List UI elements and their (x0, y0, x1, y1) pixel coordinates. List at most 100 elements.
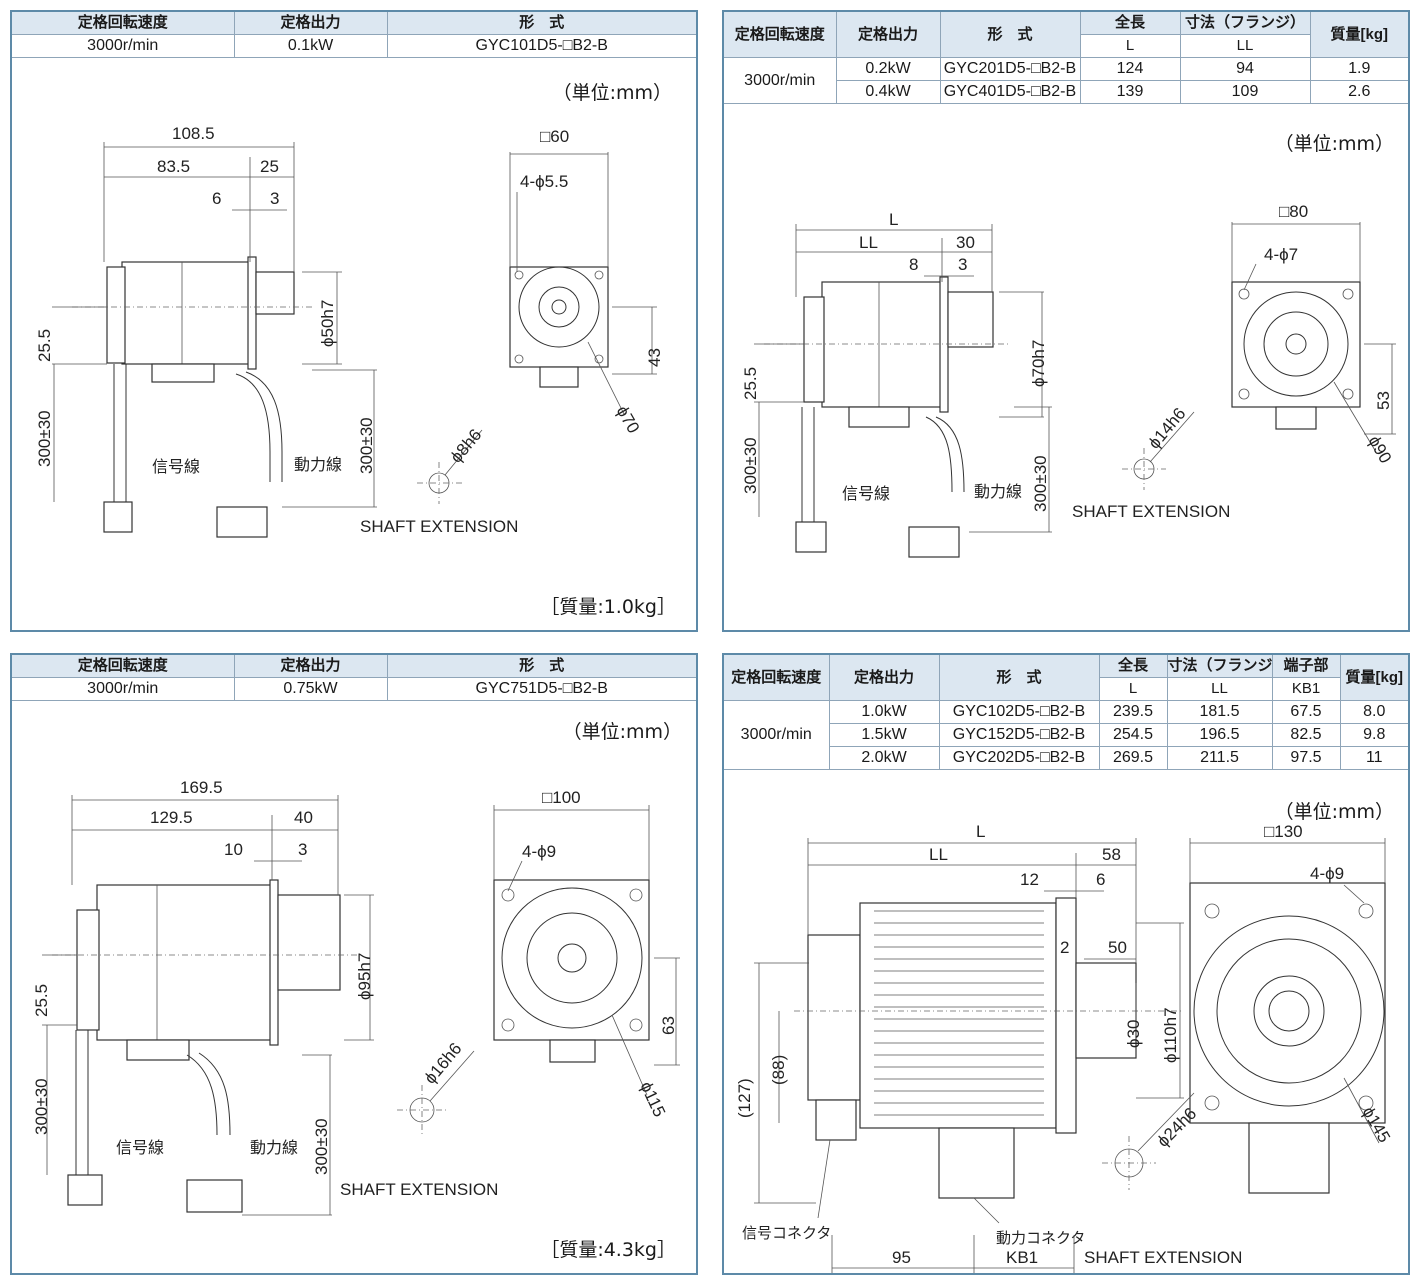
cell-mass: 2.6 (1309, 80, 1408, 104)
spec-table: 定格回転速度 定格出力 形 式 3000r/min 0.75kW GYC751D… (12, 655, 696, 701)
dim-cable-signal: 300±30 (32, 1078, 51, 1135)
dim-pcd: ϕ70 (613, 403, 644, 437)
dim-shaft-dia: ϕ95h7 (355, 953, 374, 1000)
subheader-kb1: KB1 (1271, 677, 1340, 701)
dim-50: 50 (1108, 938, 1127, 957)
cell-speed: 3000r/min (12, 677, 235, 701)
dim-pcd: ϕ115 (636, 1079, 669, 1120)
dim-58: 58 (1102, 845, 1121, 864)
dim-53: 53 (1374, 391, 1393, 410)
subheader-ll: LL (1166, 677, 1273, 701)
header-output: 定格出力 (233, 12, 388, 35)
unit-label: （単位:mm） (552, 82, 672, 104)
dim-ll: LL (859, 233, 878, 252)
panel-gyc201-401: 定格回転速度 定格出力 形 式 全長 寸法（フランジ） 質量[kg] L LL … (722, 10, 1410, 632)
dim-63: 63 (659, 1016, 678, 1035)
cell-kb1: 82.5 (1271, 723, 1341, 747)
label-shaft-extension: SHAFT EXTENSION (340, 1180, 498, 1199)
mass-label: ［質量:1.0kg］ (540, 596, 676, 618)
dim-25-5: 25.5 (741, 367, 760, 400)
dim-shaft: 40 (294, 808, 313, 827)
header-speed: 定格回転速度 (724, 655, 830, 701)
label-power-line: 動力線 (974, 483, 1022, 501)
dim-shaft-key: ϕ8h6 (447, 425, 486, 466)
unit-label: （単位:mm） (562, 721, 682, 743)
cell-ll: 211.5 (1166, 746, 1273, 770)
header-model: 形 式 (386, 655, 696, 678)
dim-cable-signal: 300±30 (35, 410, 54, 467)
dim-ll: 129.5 (150, 808, 193, 827)
unit-label: （単位:mm） (1274, 133, 1394, 155)
label-shaft-extension: SHAFT EXTENSION (360, 517, 518, 536)
dim-holes: 4-ϕ9 (522, 842, 556, 861)
label-shaft-extension: SHAFT EXTENSION (1072, 502, 1230, 521)
dim-6: 6 (1096, 870, 1105, 889)
dim-total: L (976, 823, 985, 841)
cell-mass: 1.9 (1309, 57, 1408, 81)
dim-10: 10 (224, 840, 243, 859)
dim-kb1: KB1 (1006, 1248, 1038, 1267)
cell-model: GYC751D5-□B2-B (386, 677, 696, 701)
cell-l: 239.5 (1098, 700, 1168, 724)
label-signal-line: 信号線 (152, 458, 200, 476)
cell-speed: 3000r/min (724, 57, 837, 104)
header-speed: 定格回転速度 (12, 12, 235, 35)
subheader-ll: LL (1179, 34, 1310, 58)
dim-shaft-dia: ϕ50h7 (318, 300, 337, 347)
dim-pcd: ϕ90 (1365, 433, 1396, 467)
cell-output: 0.4kW (836, 80, 941, 104)
spec-table: 定格回転速度 定格出力 形 式 全長 寸法（フランジ） 端子部 質量[kg] L… (724, 655, 1408, 770)
label-signal-line: 信号線 (842, 485, 890, 503)
cell-kb1: 97.5 (1271, 746, 1341, 770)
dim-3: 3 (298, 840, 307, 859)
header-output: 定格出力 (233, 655, 388, 678)
dim-shaft-key: ϕ16h6 (421, 1039, 466, 1087)
cell-l: 254.5 (1098, 723, 1168, 747)
drawing-gyc751: 169.5 129.5 40 10 3 ϕ95h7 25.5 300±30 30… (32, 778, 680, 1216)
cell-output: 0.1kW (233, 34, 388, 58)
drawing-gyc201-401: L LL 30 8 3 ϕ70h7 25.5 300±30 300±30 信号線… (741, 202, 1396, 558)
dim-ll: LL (929, 845, 948, 864)
dim-cable-signal: 300±30 (741, 437, 760, 494)
header-speed: 定格回転速度 (724, 12, 837, 58)
header-terminal: 端子部 (1271, 655, 1341, 678)
header-mass: 質量[kg] (1339, 655, 1408, 701)
label-signal-line: 信号線 (116, 1139, 164, 1157)
cell-output: 1.5kW (829, 723, 940, 747)
dim-total: L (889, 210, 898, 229)
header-mass: 質量[kg] (1309, 12, 1408, 58)
dim-12: 12 (1020, 870, 1039, 889)
cell-mass: 8.0 (1339, 700, 1408, 724)
header-flange: 寸法（フランジ） (1179, 12, 1311, 35)
label-power-connector: 動力コネクタ (996, 1230, 1085, 1247)
dim-43: 43 (645, 348, 664, 367)
label-power-line: 動力線 (294, 456, 342, 474)
dim-95: 95 (892, 1248, 911, 1267)
header-output: 定格出力 (828, 655, 940, 701)
header-model: 形 式 (939, 12, 1081, 58)
dim-total: 169.5 (180, 778, 223, 797)
header-model: 形 式 (386, 12, 696, 35)
dim-6: 6 (212, 189, 221, 208)
cell-ll: 196.5 (1166, 723, 1273, 747)
dim-shaft-dia: ϕ110h7 (1161, 1007, 1180, 1063)
dim-flange: □80 (1279, 202, 1308, 221)
dim-holes: 4-ϕ7 (1264, 245, 1298, 264)
cell-output: 1.0kW (828, 700, 940, 724)
cell-model: GYC152D5-□B2-B (938, 723, 1100, 747)
cell-output: 0.2kW (835, 57, 941, 81)
dim-flange: □100 (542, 788, 581, 807)
dim-ll: 83.5 (157, 157, 190, 176)
dim-2: 2 (1060, 938, 1069, 957)
drawing-gyc102-202: L LL 58 12 6 2 50 ϕ110h7 ϕ30 (127) (88) … (735, 823, 1394, 1273)
spec-table: 定格回転速度 定格出力 形 式 全長 寸法（フランジ） 質量[kg] L LL … (724, 12, 1408, 104)
dim-shaft-dia: ϕ70h7 (1029, 340, 1048, 387)
dim-flange: □130 (1264, 823, 1303, 841)
panel-gyc751: 定格回転速度 定格出力 形 式 3000r/min 0.75kW GYC751D… (10, 653, 698, 1275)
dim-127: (127) (735, 1078, 754, 1118)
cell-model: GYC401D5-□B2-B (939, 80, 1081, 104)
label-shaft-extension: SHAFT EXTENSION (1084, 1248, 1242, 1267)
cell-l: 269.5 (1098, 746, 1168, 770)
dim-88: (88) (769, 1055, 788, 1085)
cell-mass: 9.8 (1339, 723, 1408, 747)
